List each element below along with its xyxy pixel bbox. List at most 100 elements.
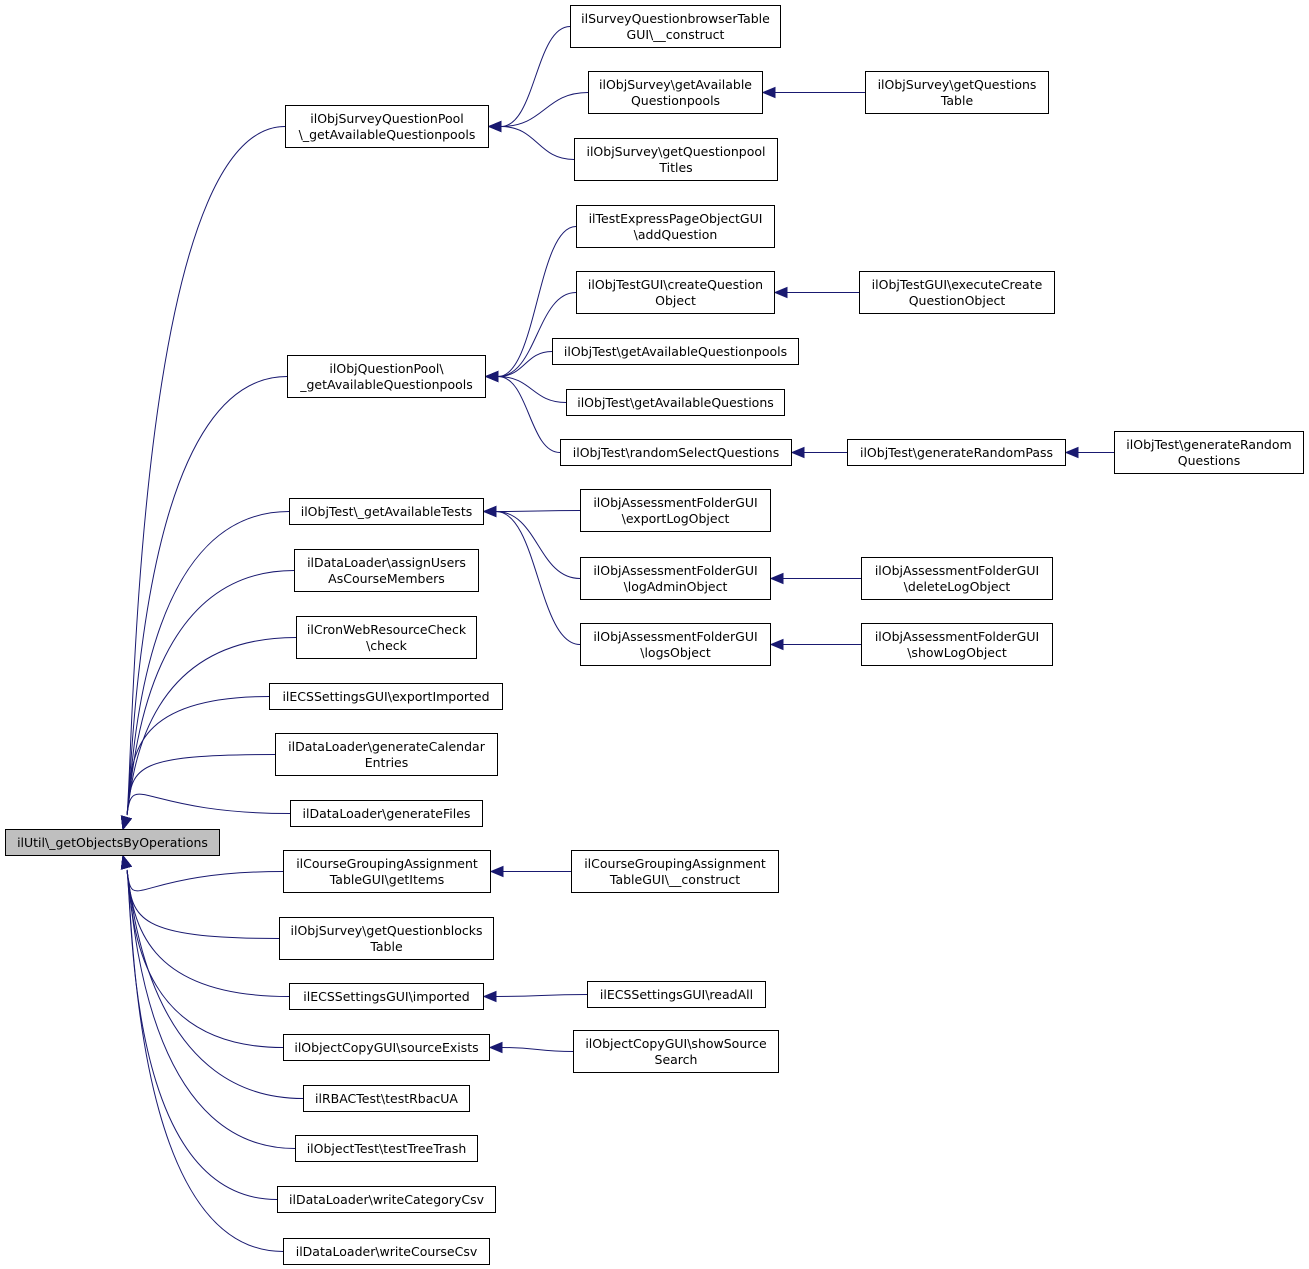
node-label: ilObjSurvey\getAvailable [599, 76, 752, 92]
node-coursegrouping-construct[interactable]: ilCourseGroupingAssignment TableGUI\__co… [571, 850, 779, 893]
node-survey-get-available-questionpools[interactable]: ilObjSurvey\getAvailable Questionpools [588, 71, 763, 114]
node-label: ilObjTestGUI\createQuestion [587, 276, 764, 292]
node-label: ilObjectCopyGUI\showSource [585, 1035, 767, 1051]
node-assessment-delete-log[interactable]: ilObjAssessmentFolderGUI \deleteLogObjec… [861, 557, 1053, 600]
arrowhead [120, 815, 132, 831]
call-edge [500, 126, 575, 160]
arrowhead [482, 505, 497, 518]
call-edge [500, 26, 571, 127]
call-edge [126, 869, 280, 939]
node-object-test-tree-trash[interactable]: ilObjectTest\testTreeTrash [295, 1135, 478, 1162]
call-edge [497, 376, 561, 453]
arrowhead [769, 572, 784, 585]
node-label: ilObjectCopyGUI\sourceExists [294, 1039, 479, 1055]
node-assessment-logs[interactable]: ilObjAssessmentFolderGUI \logsObject [580, 623, 771, 666]
node-objectcopy-source-exists[interactable]: ilObjectCopyGUI\sourceExists [283, 1034, 490, 1061]
call-edge [497, 226, 577, 377]
node-assessment-log-admin[interactable]: ilObjAssessmentFolderGUI \logAdminObject [580, 557, 771, 600]
call-edge [501, 1047, 574, 1052]
node-label: ilObjSurvey\getQuestions [877, 76, 1037, 92]
node-ecs-imported[interactable]: ilECSSettingsGUI\imported [289, 983, 484, 1010]
node-label: \logAdminObject [623, 578, 728, 594]
call-edge [126, 637, 297, 816]
arrowhead [488, 1041, 503, 1054]
node-survey-get-questions-table[interactable]: ilObjSurvey\getQuestions Table [865, 71, 1049, 114]
node-test-get-available-tests[interactable]: ilObjTest\_getAvailableTests [289, 498, 484, 525]
node-label: TableGUI\getItems [329, 871, 445, 887]
node-label: Table [370, 938, 403, 954]
node-label: ilDataLoader\writeCategoryCsv [289, 1191, 484, 1207]
call-edge [497, 351, 553, 377]
node-label: ilECSSettingsGUI\exportImported [282, 688, 490, 704]
node-label: \check [366, 637, 407, 653]
node-label: _getAvailableQuestionpools [300, 376, 473, 392]
node-survey-questionpool-available[interactable]: ilObjSurveyQuestionPool \_getAvailableQu… [285, 105, 489, 148]
node-dataloader-generate-calendar[interactable]: ilDataLoader\generateCalendar Entries [275, 733, 498, 776]
node-label: ilDataLoader\assignUsers [307, 554, 466, 570]
node-label: ilObjTest\generateRandomPass [859, 444, 1054, 460]
arrowhead [482, 990, 497, 1003]
node-ecs-export-imported[interactable]: ilECSSettingsGUI\exportImported [269, 683, 503, 710]
node-objectcopy-show-source-search[interactable]: ilObjectCopyGUI\showSource Search [573, 1030, 779, 1073]
node-test-get-available-questions[interactable]: ilObjTest\getAvailableQuestions [566, 389, 785, 416]
call-edge [126, 376, 288, 816]
node-label: Questions [1177, 452, 1241, 468]
node-test-get-available-questionpools[interactable]: ilObjTest\getAvailableQuestionpools [552, 338, 799, 365]
arrowhead [1064, 446, 1079, 459]
node-label: ilDataLoader\generateCalendar [288, 738, 485, 754]
node-label: ilObjTestGUI\executeCreate [871, 276, 1043, 292]
call-edge [495, 511, 581, 645]
node-label: Object [655, 292, 696, 308]
node-label: ilSurveyQuestionbrowserTable [581, 10, 770, 26]
node-survey-questionbrowser-construct[interactable]: ilSurveyQuestionbrowserTable GUI\__const… [570, 5, 781, 48]
node-test-generate-random-pass[interactable]: ilObjTest\generateRandomPass [847, 439, 1066, 466]
node-label: ilObjTest\_getAvailableTests [300, 503, 473, 519]
node-dataloader-write-course-csv[interactable]: ilDataLoader\writeCourseCsv [283, 1238, 490, 1265]
node-label: ilDataLoader\writeCourseCsv [295, 1243, 478, 1259]
node-survey-get-questionpool-titles[interactable]: ilObjSurvey\getQuestionpool Titles [574, 138, 778, 181]
node-survey-get-questionblocks-table[interactable]: ilObjSurvey\getQuestionblocks Table [279, 917, 494, 960]
node-assessment-show-log[interactable]: ilObjAssessmentFolderGUI \showLogObject [861, 623, 1053, 666]
call-edge [126, 869, 284, 1252]
node-label: GUI\__construct [626, 26, 725, 42]
node-test-random-select-questions[interactable]: ilObjTest\randomSelectQuestions [560, 439, 792, 466]
node-cron-webresource-check[interactable]: ilCronWebResourceCheck \check [296, 616, 477, 659]
arrowhead [773, 286, 788, 299]
node-coursegrouping-get-items[interactable]: ilCourseGroupingAssignment TableGUI\getI… [283, 850, 491, 893]
call-edge [497, 292, 577, 377]
node-ecs-read-all[interactable]: ilECSSettingsGUI\readAll [587, 981, 766, 1008]
call-edge [126, 793, 291, 816]
node-label: \addQuestion [633, 226, 718, 242]
arrowhead [484, 370, 499, 383]
node-questionpool-available[interactable]: ilObjQuestionPool\ _getAvailableQuestion… [287, 355, 486, 398]
node-label: QuestionObject [908, 292, 1006, 308]
node-test-generate-random-questions[interactable]: ilObjTest\generateRandom Questions [1114, 431, 1304, 474]
call-edge [500, 92, 589, 127]
call-edge [126, 869, 284, 1048]
arrowhead [761, 86, 776, 99]
call-edge [497, 376, 567, 403]
node-dataloader-assign-users[interactable]: ilDataLoader\assignUsers AsCourseMembers [294, 549, 479, 592]
node-test-gui-create-question[interactable]: ilObjTestGUI\createQuestion Object [576, 271, 775, 314]
arrowhead [790, 446, 805, 459]
node-assessment-export-log[interactable]: ilObjAssessmentFolderGUI \exportLogObjec… [580, 489, 771, 532]
node-label: ilObjTest\getAvailableQuestions [577, 394, 774, 410]
node-test-gui-execute-create[interactable]: ilObjTestGUI\executeCreate QuestionObjec… [859, 271, 1055, 314]
node-label: ilObjQuestionPool\ [329, 360, 444, 376]
node-label: \deleteLogObject [903, 578, 1011, 594]
node-label: \logsObject [640, 644, 711, 660]
call-edge [126, 754, 276, 816]
node-express-page-add-question[interactable]: ilTestExpressPageObjectGUI \addQuestion [576, 205, 775, 248]
node-rbac-test-rbac-ua[interactable]: ilRBACTest\testRbacUA [303, 1085, 470, 1112]
node-label: Questionpools [630, 92, 721, 108]
node-label: ilObjTest\generateRandom [1126, 436, 1292, 452]
node-label: ilObjSurveyQuestionPool [310, 110, 464, 126]
node-dataloader-generate-files[interactable]: ilDataLoader\generateFiles [290, 800, 483, 827]
node-dataloader-write-category-csv[interactable]: ilDataLoader\writeCategoryCsv [277, 1186, 496, 1213]
node-label: ilUtil\_getObjectsByOperations [17, 834, 208, 850]
node-label: ilECSSettingsGUI\imported [303, 988, 470, 1004]
node-label: ilObjAssessmentFolderGUI [874, 628, 1040, 644]
call-edge [126, 869, 278, 1200]
